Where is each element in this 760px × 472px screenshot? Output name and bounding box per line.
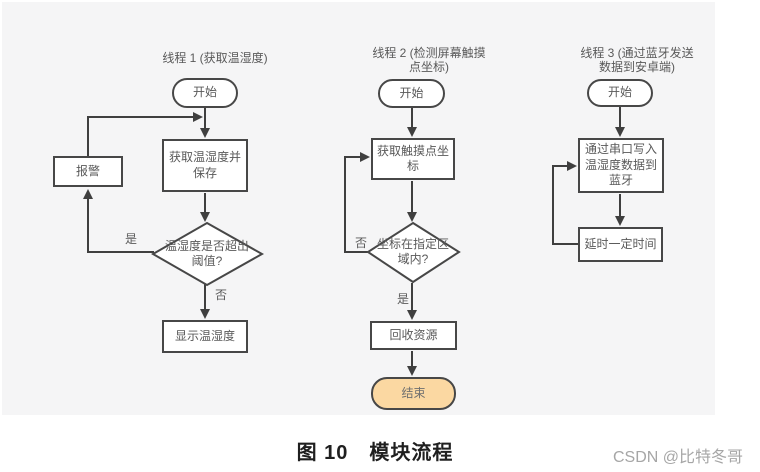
- thread2-decision-text: 坐标在指定区域内?: [376, 237, 449, 266]
- thread1-yes-label: 是: [124, 232, 137, 246]
- thread1-acquire-node: 获取温湿度并保存: [162, 139, 248, 192]
- thread3-title: 线程 3 (通过蓝牙发送数据到安卓端): [580, 46, 694, 75]
- thread1-decision-text: 温湿度是否超出阈值?: [164, 239, 249, 268]
- thread3-start-node: 开始: [587, 79, 653, 107]
- thread2-start-node: 开始: [378, 79, 445, 108]
- edge-t1-decision-to-alarm: [83, 189, 154, 253]
- t1-decision-diamond: [150, 221, 265, 287]
- thread2-no-label: 否: [354, 236, 367, 250]
- thread2-end-node: 结束: [371, 377, 456, 410]
- flowchart-background-panel: [2, 2, 715, 415]
- thread3-delay-node: 延时一定时间: [578, 227, 663, 262]
- thread2-title: 线程 2 (检测屏幕触摸点坐标): [372, 46, 486, 75]
- edge-t1-alarm-to-junction: [87, 112, 203, 157]
- figure-caption: 图 10 模块流程: [296, 442, 454, 464]
- thread1-no-label: 否: [214, 288, 227, 302]
- thread1-alarm-node: 报警: [53, 156, 123, 187]
- thread2-get-touch-node: 获取触摸点坐标: [371, 138, 455, 180]
- t2-decision-diamond: [366, 221, 461, 284]
- thread2-recycle-node: 回收资源: [370, 321, 457, 350]
- thread1-display-node: 显示温湿度: [162, 320, 248, 353]
- thread1-start-node: 开始: [172, 78, 238, 108]
- edge-t3-delay-loop-back: [552, 161, 578, 245]
- csdn-watermark: CSDN @比特冬哥: [612, 449, 743, 466]
- thread1-title: 线程 1 (获取温湿度): [162, 51, 268, 65]
- thread3-write-bluetooth-node: 通过串口写入温湿度数据到蓝牙: [578, 138, 664, 193]
- thread2-yes-label: 是: [396, 292, 409, 306]
- edge-t2-decision-loop-back: [344, 152, 370, 253]
